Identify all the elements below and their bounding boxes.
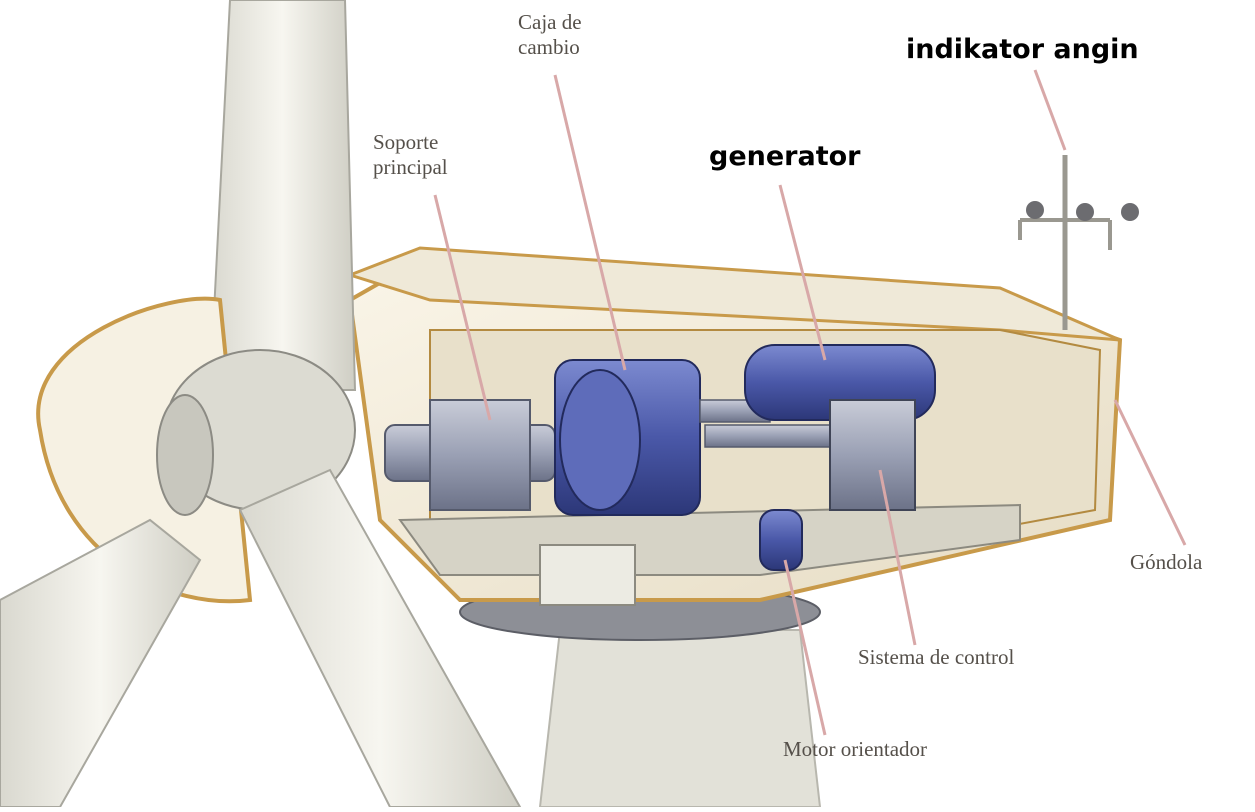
control-cabinet (830, 400, 915, 510)
label-soporte-principal: Soporte principal (373, 130, 448, 180)
anemometer-cup (1026, 201, 1044, 219)
tower (540, 630, 820, 807)
platform-block (540, 545, 635, 605)
label-sistema-de-control: Sistema de control (858, 645, 1014, 670)
label-generator: generator (709, 141, 860, 173)
yaw-motor (760, 510, 802, 570)
main-support (430, 400, 530, 510)
label-caja-de-cambio: Caja de cambio (518, 10, 582, 60)
label-gondola: Góndola (1130, 550, 1202, 575)
rotor-blade-lower-left (0, 520, 200, 807)
leader-indikator (1035, 70, 1065, 150)
leader-gondola (1115, 400, 1185, 545)
rotor-blade-top (210, 0, 355, 390)
label-indikator-angin: indikator angin (906, 34, 1139, 66)
label-motor-orientador: Motor orientador (783, 737, 927, 762)
